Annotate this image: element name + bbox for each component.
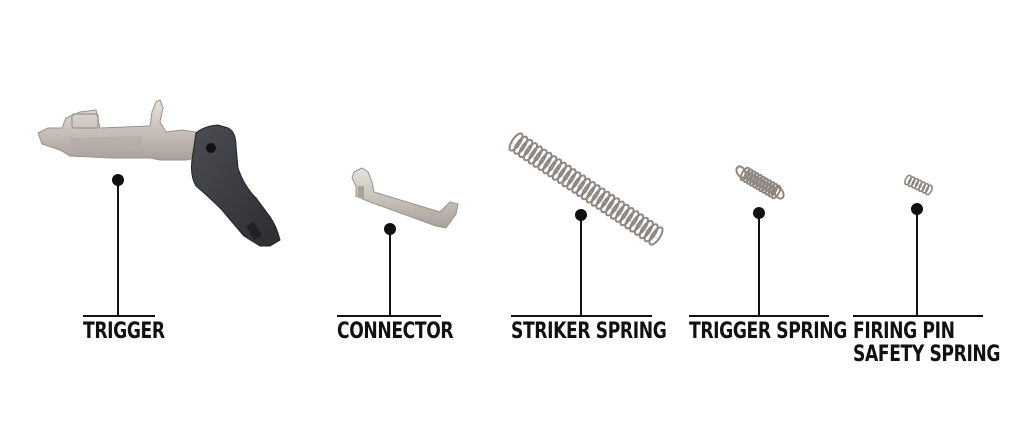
- label-line: STRIKER SPRING: [511, 319, 667, 344]
- label-firing-pin-safety-spring: FIRING PIN SAFETY SPRING: [853, 320, 1000, 366]
- label-line: TRIGGER: [83, 319, 165, 344]
- label-connector: CONNECTOR: [337, 319, 454, 344]
- connector-image: [351, 167, 459, 229]
- trigger-image: [37, 99, 281, 247]
- trigger-spring-image: [735, 165, 785, 200]
- label-line: SAFETY SPRING: [853, 342, 1001, 367]
- label-line: CONNECTOR: [337, 319, 454, 344]
- label-striker-spring: STRIKER SPRING: [511, 319, 667, 344]
- striker-spring-image: [508, 132, 664, 246]
- label-trigger-spring: TRIGGER SPRING: [689, 320, 847, 343]
- label-trigger: TRIGGER: [83, 320, 165, 343]
- firing-pin-safety-spring-image: [904, 174, 933, 196]
- callout-lines: [83, 174, 983, 317]
- label-line: FIRING PIN: [853, 319, 955, 344]
- label-line: TRIGGER SPRING: [689, 319, 847, 344]
